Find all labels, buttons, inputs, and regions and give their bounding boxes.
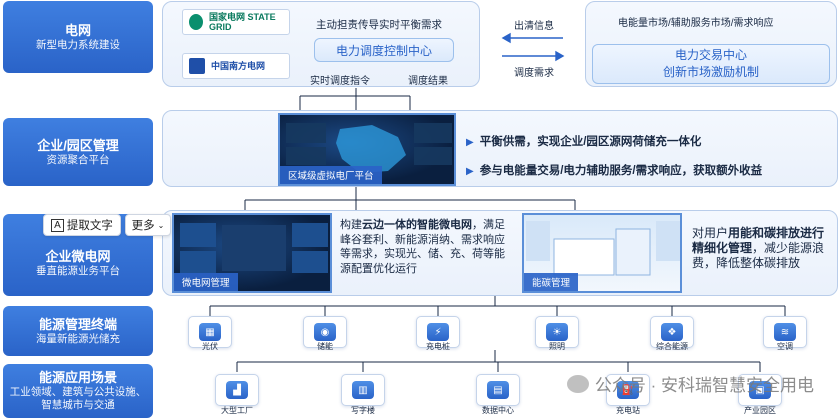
- office-building-icon: ▥: [352, 381, 374, 399]
- clearing-info-text: 出清信息: [514, 21, 554, 32]
- enterprise-bullet: ▶ 平衡供需，实现企业/园区源网荷储充一体化: [466, 133, 701, 149]
- dispatch-center-box: 电力调度控制中心: [314, 38, 454, 62]
- microgrid-screenshot: 微电网管理: [172, 213, 332, 293]
- tier-enterprise-label: 企业/园区管理 资源聚合平台: [3, 118, 153, 186]
- wechat-icon: [566, 374, 589, 393]
- industrial-park-icon: ▣: [749, 381, 771, 399]
- tier-subtitle: 新型电力系统建设: [36, 38, 120, 51]
- triangle-icon: ▶: [466, 137, 474, 148]
- dashboard-icon: [180, 223, 328, 273]
- scene-label: 充电站: [616, 406, 640, 415]
- desc-text: 对用户: [692, 226, 729, 240]
- tier-scene-label: 能源应用场景 工业领域、建筑与公共设施、智慧城市与交通: [3, 364, 153, 418]
- tier-title: 能源应用场景: [38, 370, 117, 385]
- desc-bold: 云边一体的智能微电网: [362, 219, 472, 231]
- integrated-energy-icon: ❖: [661, 323, 683, 341]
- terminal-label: 储能: [317, 342, 333, 351]
- extract-text-button[interactable]: A 提取文字: [43, 214, 121, 236]
- terminal-label: 空调: [777, 342, 793, 351]
- bullet-text: 平衡供需，实现企业/园区源网荷储充一体化: [479, 136, 702, 148]
- enterprise-panel: [162, 110, 838, 187]
- dispatch-result-text: 调度结果: [408, 76, 448, 87]
- realtime-command-text: 实时调度指令: [310, 76, 370, 87]
- terminal-label: 光伏: [202, 342, 218, 351]
- more-label: 更多: [131, 220, 155, 232]
- microgrid-description: 构建云边一体的智能微电网，满足峰谷套利、新能源消纳、需求响应等需求，实现光、储、…: [340, 218, 512, 276]
- terminal-tile-charger: ⚡: [416, 316, 460, 348]
- lighting-icon: ☀: [546, 323, 568, 341]
- tier-subtitle: 垂直能源业务平台: [36, 264, 120, 277]
- trade-center-label: 电力交易中心: [674, 48, 747, 62]
- scene-tile-factory: ▟: [215, 374, 259, 406]
- enterprise-bullet: ▶ 参与电能量交易/电力辅助服务/需求响应，获取额外收益: [466, 162, 762, 178]
- trade-center-box: 电力交易中心 创新市场激励机制: [592, 44, 830, 84]
- scene-label: 产业园区: [744, 406, 776, 415]
- dispatch-demand-text: 调度需求: [514, 68, 554, 79]
- market-title: 电能量市场/辅助服务市场/需求响应: [618, 18, 774, 29]
- scene-label: 写字楼: [351, 406, 375, 415]
- text-extract-icon: A: [51, 218, 64, 232]
- logo-text: 中国南方电网: [211, 61, 266, 71]
- data-center-icon: ▤: [487, 381, 509, 399]
- charging-station-icon: ⛽: [617, 381, 639, 399]
- terminal-tile-ac: ≋: [763, 316, 807, 348]
- scene-label: 数据中心: [482, 406, 514, 415]
- top-note: 主动担责传导实时平衡需求: [316, 19, 442, 31]
- tier-title: 能源管理终端: [38, 316, 117, 332]
- desc-text: 构建: [340, 219, 362, 231]
- tier-title: 企业微电网: [45, 248, 111, 264]
- desc-text: ，减少能源浪费，降低整体碳排放: [692, 241, 825, 270]
- screen-caption: 微电网管理: [174, 273, 238, 291]
- extract-text-label: 提取文字: [66, 220, 113, 232]
- terminal-label: 照明: [549, 342, 565, 351]
- innovate-label: 创新市场激励机制: [662, 65, 759, 79]
- state-grid-logo: 国家电网 STATE GRID: [182, 9, 290, 35]
- terminal-label: 充电桩: [426, 342, 450, 351]
- energy-carbon-description: 对用户用能和碳排放进行精细化管理，减少能源浪费，降低整体碳排放: [692, 226, 832, 271]
- logo-text: 国家电网 STATE GRID: [208, 12, 276, 32]
- tier-subtitle: 资源聚合平台: [46, 153, 110, 166]
- desc-bold: 用能和碳排放进行精细化管理: [692, 226, 825, 255]
- terminal-tile-solar: ▦: [188, 316, 232, 348]
- solar-panel-icon: ▦: [199, 323, 221, 341]
- scene-tile-datacenter: ▤: [476, 374, 520, 406]
- tier-title: 电网: [64, 22, 91, 38]
- scene-label: 大型工厂: [221, 406, 253, 415]
- triangle-icon: ▶: [466, 166, 474, 177]
- watermark: 公众号 · 安科瑞智慧安全用电: [566, 371, 814, 396]
- factory-icon: ▟: [226, 381, 248, 399]
- more-button[interactable]: 更多 ⌄: [125, 214, 171, 236]
- tier-title: 企业/园区管理: [37, 137, 119, 153]
- terminal-tile-storage: ◉: [303, 316, 347, 348]
- terminal-tile-integrated: ❖: [650, 316, 694, 348]
- screen-caption: 能碳管理: [524, 273, 579, 291]
- tier-subtitle: 工业领域、建筑与公共设施、智慧城市与交通: [9, 386, 147, 411]
- energy-carbon-screenshot: 能碳管理: [522, 213, 682, 293]
- watermark-text: 公众号 · 安科瑞智慧安全用电: [594, 376, 814, 395]
- map-icon: [286, 123, 452, 173]
- building-icon: [526, 221, 680, 276]
- desc-text: ，满足峰谷套利、新能源消纳、需求响应等需求，实现光、储、充、荷等能源配置优化运行: [340, 219, 505, 275]
- scene-tile-charging-station: ⛽: [606, 374, 650, 406]
- tier-terminal-label: 能源管理终端 海量新能源光储充: [3, 306, 153, 356]
- scene-tile-park: ▣: [738, 374, 782, 406]
- terminal-label: 综合能源: [656, 342, 688, 351]
- storage-icon: ◉: [314, 323, 336, 341]
- chevron-down-icon: ⌄: [157, 220, 165, 230]
- tier-subtitle: 海量新能源光储充: [36, 332, 120, 345]
- southern-grid-logo: 中国南方电网: [182, 53, 290, 79]
- air-conditioner-icon: ≋: [774, 323, 796, 341]
- screen-caption: 区域级虚拟电厂平台: [280, 166, 382, 184]
- bullet-text: 参与电能量交易/电力辅助服务/需求响应，获取额外收益: [479, 165, 763, 177]
- tier-grid-label: 电网 新型电力系统建设: [3, 1, 153, 73]
- scene-tile-office: ▥: [341, 374, 385, 406]
- terminal-tile-lighting: ☀: [535, 316, 579, 348]
- charger-icon: ⚡: [427, 323, 449, 341]
- vpp-platform-screenshot: 区域级虚拟电厂平台: [278, 113, 456, 186]
